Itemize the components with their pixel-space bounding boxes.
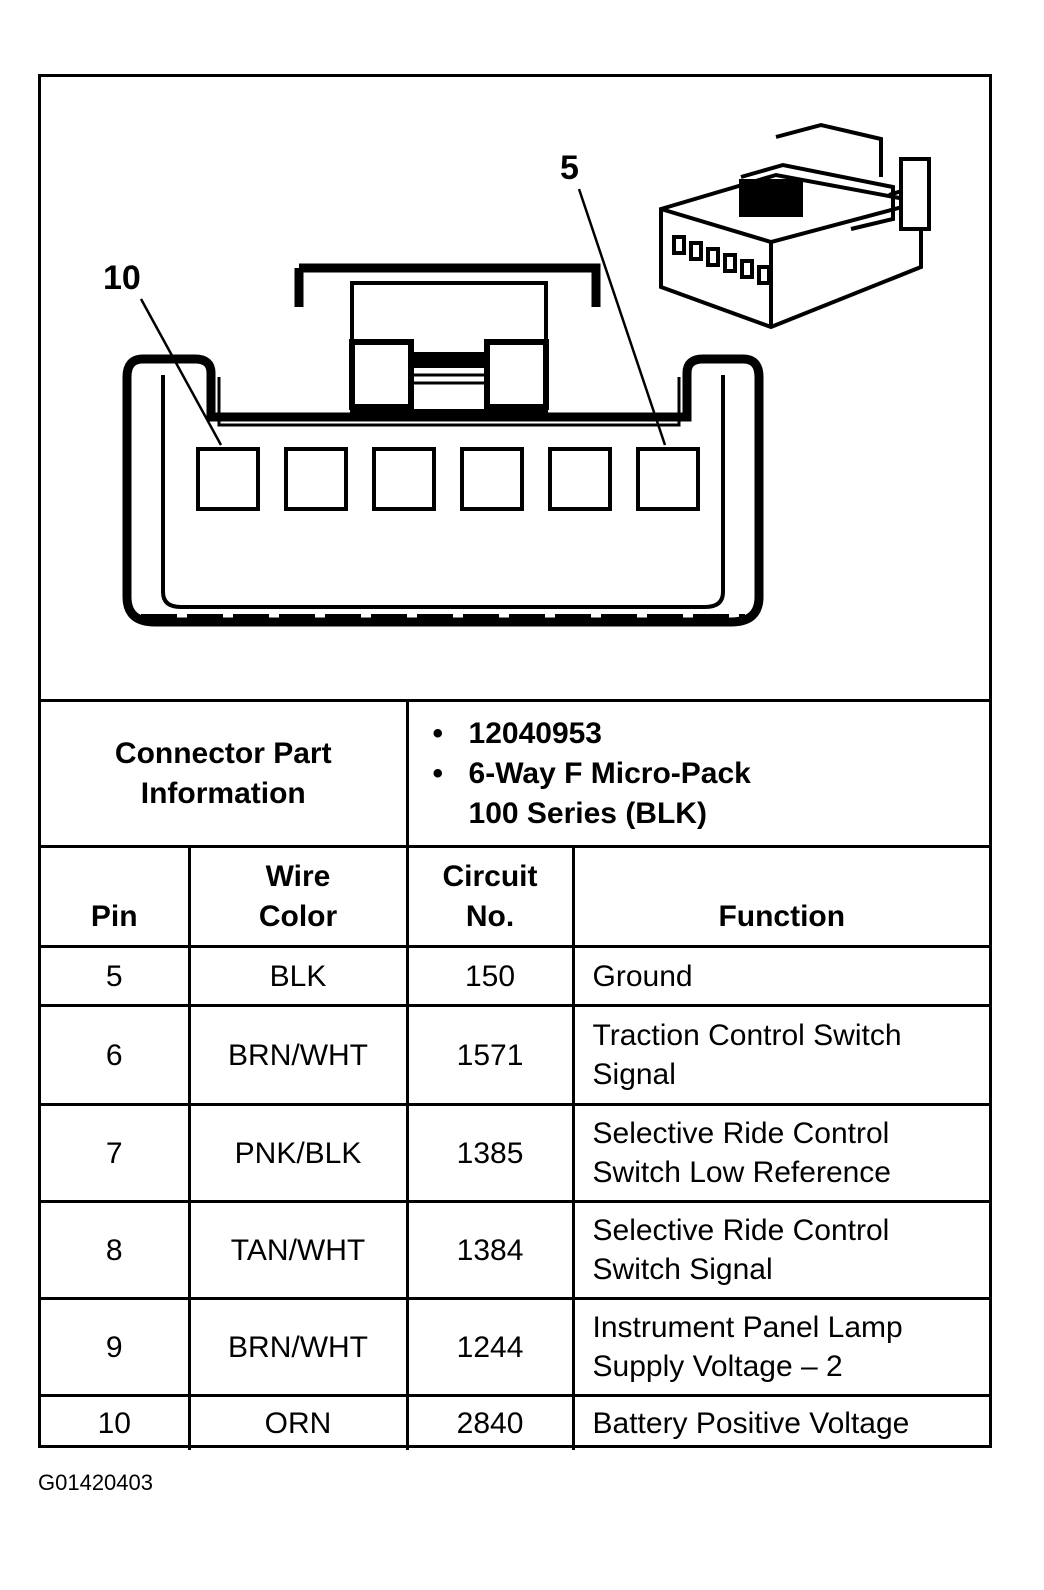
callout-pin-5: 5 [560,149,579,187]
connector-face-svg [122,122,931,627]
part-number: 12040953 [433,714,990,754]
function-cell: Battery Positive Voltage [571,1394,990,1450]
pin-cavity [372,447,436,511]
latch-top-bar [294,263,601,307]
housing-inner-top [217,377,681,427]
latch-post-left [349,339,414,410]
latch-window [350,281,548,413]
pin-cell: 5 [41,945,191,1007]
connector-info-label-line2: Information [140,776,306,810]
pin-cell: 6 [41,1004,191,1106]
table-row: 10 ORN 2840 Battery Positive Voltage [41,1394,990,1450]
wire-color-cell: BRN/WHT [187,1297,409,1397]
pin-cavity [460,447,524,511]
connector-info-label: Connector Part Information [41,699,409,848]
circuit-cell: 1244 [405,1297,575,1397]
pin-cell: 10 [41,1394,191,1450]
pin-cavity [284,447,348,511]
circuit-cell: 1571 [405,1004,575,1106]
circuit-cell: 150 [405,945,575,1007]
connector-info-row: Connector Part Information 12040953 6-Wa… [41,699,990,848]
wire-color-cell: BLK [187,945,409,1007]
circuit-cell: 2840 [405,1394,575,1450]
figure-code: G01420403 [38,1470,153,1495]
connector-drawing: 10 5 [41,77,989,699]
pin-cell: 7 [41,1103,191,1203]
callout-pin-10: 10 [103,259,141,297]
diagram-frame: 10 5 Connector Part Information 12040953… [38,74,992,1450]
pin-cell: 9 [41,1297,191,1397]
wire-color-cell: ORN [187,1394,409,1450]
wire-color-cell: TAN/WHT [187,1200,409,1300]
header-pin: Pin [41,845,191,948]
latch-ramp [413,352,485,368]
wire-color-cell: PNK/BLK [187,1103,409,1203]
pin-cell: 8 [41,1200,191,1300]
leader-line-pin10 [139,298,223,446]
leader-line-pin5 [577,188,667,446]
connector-description: 6-Way F Micro-Pack 100 Series (BLK) [433,754,990,834]
connector-info-label-line1: Connector Part [114,736,332,770]
latch-post-right [484,339,549,410]
wire-color-cell: BRN/WHT [187,1004,409,1106]
header-function: Function [571,845,990,948]
connector-iso-view [659,122,931,330]
circuit-cell: 1385 [405,1103,575,1203]
function-cell: Ground [571,945,990,1007]
pinout-table: Connector Part Information 12040953 6-Wa… [41,699,990,1450]
pin-cavity [196,447,260,511]
pin-cavity [548,447,612,511]
housing-inner-wall [161,375,725,609]
connector-info-details: 12040953 6-Way F Micro-Pack 100 Series (… [405,699,990,848]
table-row: 5 BLK 150 Ground [41,945,990,1007]
pin-cavity [636,447,700,511]
circuit-cell: 1384 [405,1200,575,1300]
housing-outline [122,354,764,627]
